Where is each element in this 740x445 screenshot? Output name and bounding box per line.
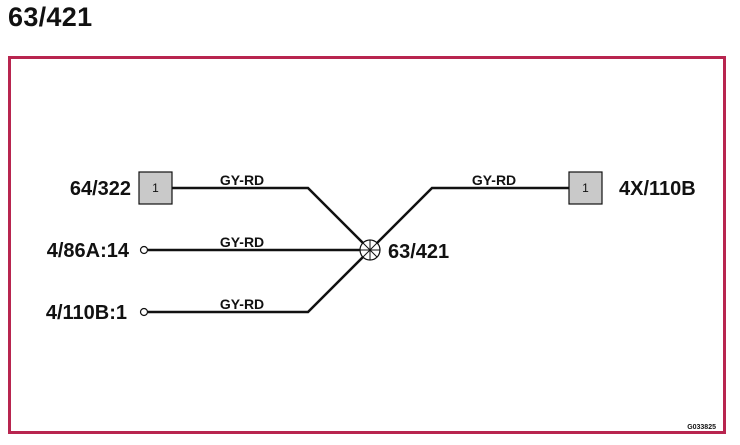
splice-icon: [359, 239, 381, 261]
wire-64-322: [172, 186, 371, 251]
splice-label: 63/421: [388, 241, 449, 263]
wire-4-110b-1: [148, 249, 371, 314]
connector-label-64-322: 64/322: [70, 178, 131, 200]
connector-label-4-86a-14: 4/86A:14: [47, 240, 130, 262]
terminal-4-86a-14: [139, 245, 149, 255]
connector-box-64-322: [138, 171, 173, 205]
connector-label-4-110b-1: 4/110B:1: [46, 302, 127, 324]
diagram-frame: [8, 56, 726, 434]
wire-label-4-110b-1: GY-RD: [220, 296, 264, 312]
page-title: 63/421: [8, 2, 93, 32]
wire-label-4x-110b: GY-RD: [472, 172, 516, 188]
connector-label-4x-110b: 4X/110B: [619, 178, 696, 200]
pin-label-64-322: 1: [152, 181, 159, 195]
connector-box-4x-110b: [568, 171, 603, 205]
terminal-4-110b-1: [139, 307, 149, 317]
figure-code: G033825: [687, 424, 716, 431]
wire-label-4-86a-14: GY-RD: [220, 234, 264, 250]
wire-label-64-322: GY-RD: [220, 172, 264, 188]
pin-label-4x-110b: 1: [582, 181, 589, 195]
wire-4x-110b: [369, 186, 569, 251]
